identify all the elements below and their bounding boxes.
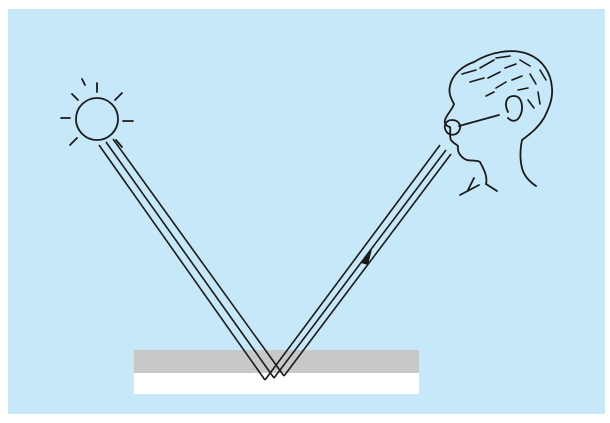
reflected-ray-1 (264, 144, 441, 381)
incident-ray-3 (112, 138, 285, 377)
hair-strokes (461, 55, 547, 109)
reflected-ray-3 (283, 153, 452, 377)
glasses (443, 114, 500, 136)
incident-light-rays (98, 138, 285, 381)
surface-bottom-layer (134, 373, 419, 394)
collar (459, 177, 498, 196)
reflecting-surface (134, 350, 419, 394)
reflected-light-rays (264, 144, 452, 381)
reflected-ray-2 (273, 149, 447, 379)
ear (505, 95, 523, 122)
head-back (473, 50, 554, 187)
incident-ray-2 (105, 141, 275, 379)
observer-head-icon (443, 50, 554, 196)
direction-arrow (361, 249, 372, 265)
incident-ray-1 (98, 144, 266, 381)
sun-icon (60, 78, 134, 148)
surface-top-layer (134, 350, 419, 373)
